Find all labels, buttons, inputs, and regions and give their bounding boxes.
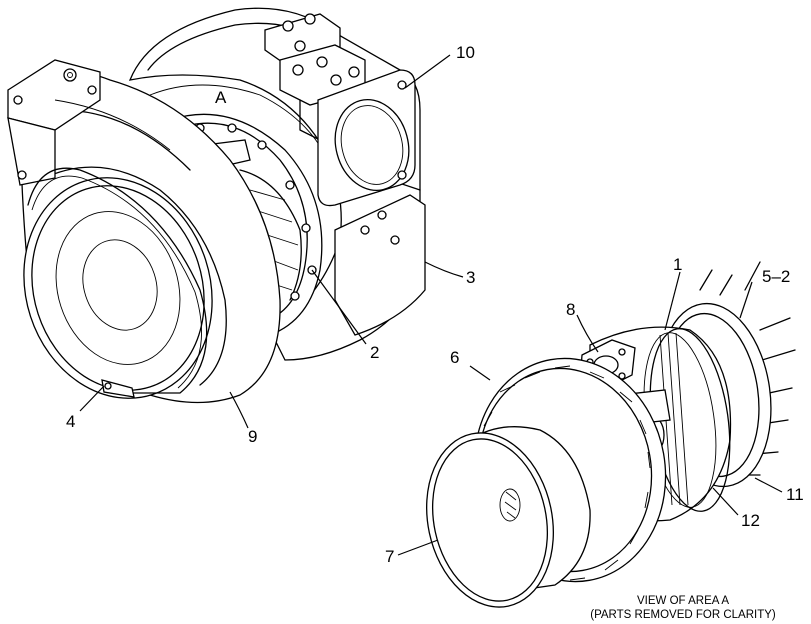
v-band-clamp — [27, 167, 208, 398]
callout-5-2: 5–2 — [762, 267, 790, 286]
callout-9: 9 — [248, 427, 257, 446]
leader-lines — [79, 54, 783, 556]
callout-a: A — [215, 88, 227, 107]
view-caption: VIEW OF AREA A (PARTS REMOVED FOR CLARIT… — [590, 595, 776, 621]
callout-3: 3 — [466, 268, 475, 287]
heat-shield — [334, 194, 426, 336]
caption-line-2: (PARTS REMOVED FOR CLARITY) — [590, 609, 776, 621]
compressor-nose — [426, 426, 591, 608]
callout-7: 7 — [385, 547, 394, 566]
callout-labels: A 10 3 2 4 9 1 5–2 8 6 7 12 11 — [66, 43, 804, 566]
caption-line-1: VIEW OF AREA A — [637, 595, 729, 607]
callout-2: 2 — [370, 343, 379, 362]
turbocharger-assembly — [7, 7, 426, 404]
compressor-inlet-cover — [23, 177, 213, 399]
exploded-view-area-a — [426, 261, 796, 608]
inlet-flange — [7, 59, 171, 186]
outlet-flange — [317, 69, 416, 207]
callout-8: 8 — [566, 300, 575, 319]
callout-10: 10 — [456, 43, 475, 62]
callout-4: 4 — [66, 412, 75, 431]
callout-11: 11 — [786, 485, 804, 504]
callout-6: 6 — [450, 348, 459, 367]
callout-12: 12 — [741, 511, 760, 530]
callout-1: 1 — [673, 255, 682, 274]
